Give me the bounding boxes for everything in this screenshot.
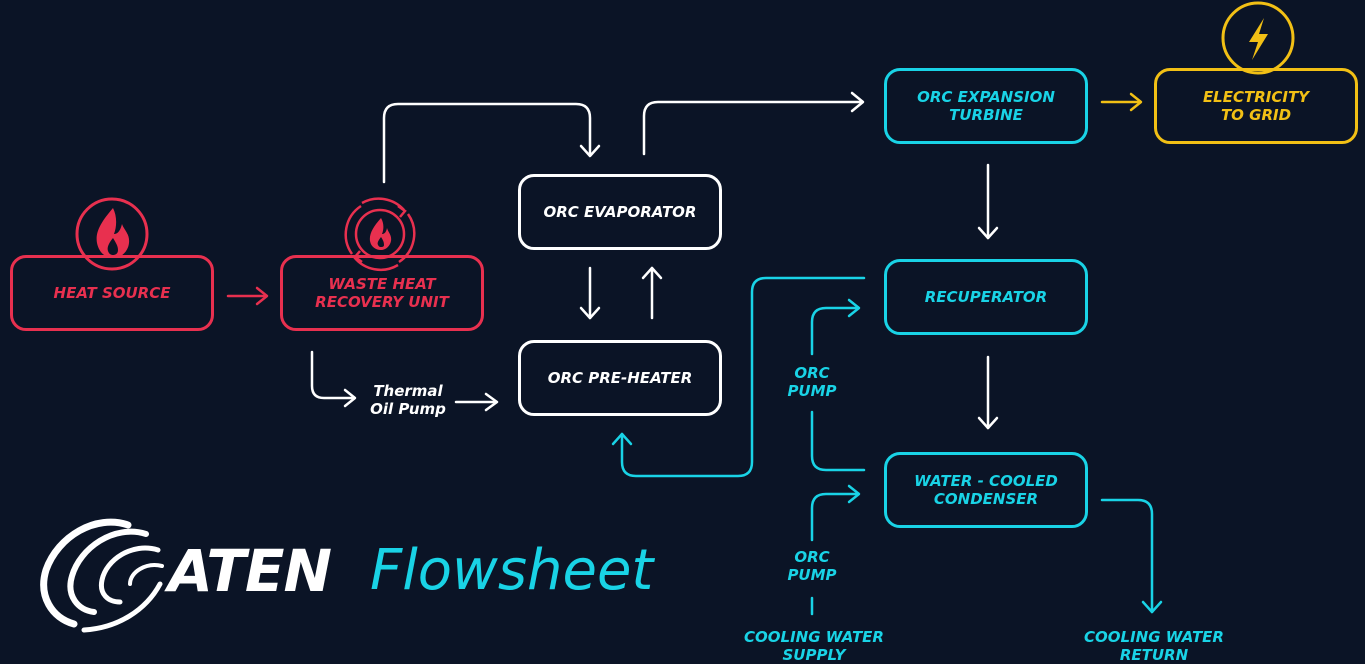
arrow-cooling-supply-to-condenser bbox=[810, 484, 861, 616]
arrow-condenser-to-recuperator bbox=[810, 298, 866, 472]
arrow-pump-to-preheater bbox=[454, 392, 499, 412]
brand-product: Flowsheet bbox=[370, 538, 654, 603]
flame-cycle-icon bbox=[344, 197, 416, 272]
label-cooling-water-supply: COOLING WATER SUPPLY bbox=[744, 628, 884, 664]
node-waste-heat-recovery-unit: WASTE HEAT RECOVERY UNIT bbox=[280, 255, 484, 331]
arrow-turbine-to-grid bbox=[1100, 92, 1143, 112]
label-orc-pump-lower: ORC PUMP bbox=[787, 548, 837, 584]
node-recuperator: RECUPERATOR bbox=[884, 259, 1088, 335]
arrow-recuperator-to-condenser bbox=[977, 355, 999, 430]
node-electricity-to-grid: ELECTRICITY TO GRID bbox=[1154, 68, 1358, 144]
node-heat-source: HEAT SOURCE bbox=[10, 255, 214, 331]
arrow-whru-to-evaporator bbox=[382, 102, 601, 184]
arrow-evaporator-to-turbine bbox=[642, 91, 865, 156]
node-orc-evaporator-label: ORC EVAPORATOR bbox=[543, 203, 697, 221]
node-recuperator-label: RECUPERATOR bbox=[924, 288, 1048, 306]
arrow-turbine-to-recuperator bbox=[977, 163, 999, 240]
node-water-cooled-condenser: WATER - COOLED CONDENSER bbox=[884, 452, 1088, 528]
brand-name: ATEN bbox=[168, 537, 332, 605]
arrow-evaporator-to-preheater bbox=[579, 266, 601, 320]
aten-swirl-logo bbox=[40, 518, 164, 633]
label-thermal-oil-pump: Thermal Oil Pump bbox=[370, 382, 446, 418]
node-orc-expansion-turbine-label: ORC EXPANSION TURBINE bbox=[917, 88, 1055, 124]
node-electricity-to-grid-label: ELECTRICITY TO GRID bbox=[1202, 88, 1310, 124]
arrow-heat-to-whru bbox=[226, 286, 269, 306]
lightning-bolt-icon bbox=[1221, 1, 1295, 75]
node-orc-pre-heater-label: ORC PRE-HEATER bbox=[547, 369, 693, 387]
arrow-recuperator-to-preheater bbox=[611, 276, 866, 478]
arrow-whru-to-pump bbox=[310, 350, 357, 408]
arrow-condenser-to-cooling-return bbox=[1100, 498, 1163, 614]
flame-icon bbox=[75, 197, 149, 271]
arrow-preheater-to-evaporator bbox=[641, 266, 663, 320]
label-cooling-water-return: COOLING WATER RETURN bbox=[1084, 628, 1224, 664]
label-orc-pump-upper: ORC PUMP bbox=[787, 364, 837, 400]
node-orc-expansion-turbine: ORC EXPANSION TURBINE bbox=[884, 68, 1088, 144]
node-orc-evaporator: ORC EVAPORATOR bbox=[518, 174, 722, 250]
node-water-cooled-condenser-label: WATER - COOLED CONDENSER bbox=[914, 472, 1058, 508]
node-waste-heat-recovery-unit-label: WASTE HEAT RECOVERY UNIT bbox=[315, 275, 449, 311]
node-heat-source-label: HEAT SOURCE bbox=[53, 284, 171, 302]
node-orc-pre-heater: ORC PRE-HEATER bbox=[518, 340, 722, 416]
